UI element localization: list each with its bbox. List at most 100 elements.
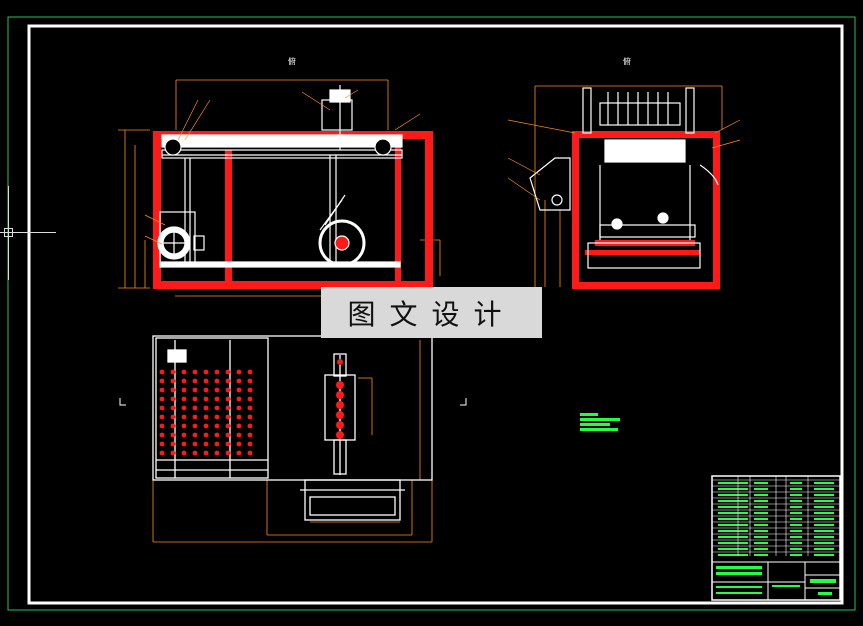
needle-hole [159,378,165,384]
needle-hole [181,369,187,375]
needle-hole [225,450,231,456]
parts-row-text [718,494,748,496]
parts-row-text [790,506,802,508]
parts-row-text [814,500,834,502]
needle-hole [236,423,242,429]
parts-row-text [790,524,802,526]
parts-row-text [718,530,748,532]
parts-row-text [754,512,768,514]
needle-hole [225,369,231,375]
needle-hole [236,441,242,447]
parts-row-text [790,482,802,484]
parts-row-text [790,518,802,520]
needle-hole [181,423,187,429]
needle-hole [236,450,242,456]
needle-hole [192,450,198,456]
needle-hole [159,387,165,393]
outer-border [7,16,856,611]
needle-hole [181,396,187,402]
needle-hole [192,378,198,384]
parts-row-text [814,482,834,484]
parts-list [712,476,840,556]
needle-hole [214,378,220,384]
needle-hole [192,396,198,402]
parts-row-text [754,542,768,544]
needle-hole [236,369,242,375]
needle-hole [203,396,209,402]
needle-hole [181,405,187,411]
needle-hole [192,441,198,447]
needle-hole [247,378,253,384]
parts-row-text [754,530,768,532]
needle-hole [214,369,220,375]
needle-hole [192,369,198,375]
needle-hole [225,432,231,438]
needle-hole [181,450,187,456]
front-view-leaders [144,89,421,245]
parts-row-text [814,494,834,496]
needle-hole [170,387,176,393]
parts-row-text [814,554,834,556]
side-view-label: 俯 [623,57,631,66]
parts-row-text [814,542,834,544]
needle-hole [214,441,220,447]
front-view [118,79,441,297]
needle-hole [247,441,253,447]
needle-hole [225,378,231,384]
parts-row-text [718,548,748,550]
needle-hole [225,414,231,420]
parts-row-text [718,488,748,490]
needle-hole [203,450,209,456]
needle-hole [170,441,176,447]
needle-hole [225,387,231,393]
needle-hole [225,396,231,402]
needle-hole [192,387,198,393]
needle-hole [170,450,176,456]
needle-hole [181,387,187,393]
needle-hole [247,414,253,420]
needle-hole [247,396,253,402]
needle-hole [214,405,220,411]
parts-row-text [790,536,802,538]
needle-hole [214,414,220,420]
parts-row-text [754,506,768,508]
needle-hole [236,414,242,420]
needle-hole [159,423,165,429]
front-view-mechanism [157,85,403,268]
needle-hole [170,369,176,375]
parts-row-text [814,548,834,550]
top-view [119,335,467,543]
parts-row-text [814,536,834,538]
parts-row-text [718,512,748,514]
needle-hole [170,378,176,384]
needle-hole [181,378,187,384]
parts-row-text [790,530,802,532]
parts-row-text [754,482,768,484]
parts-row-text [754,518,768,520]
needle-hole [181,432,187,438]
needle-hole [247,432,253,438]
needle-hole [181,414,187,420]
shaft-discs [336,359,344,439]
parts-row-text [814,512,834,514]
needle-hole [203,378,209,384]
parts-row-text [754,488,768,490]
side-view [507,85,741,289]
needle-hole [159,405,165,411]
needle-hole [159,432,165,438]
parts-row-text [790,494,802,496]
parts-row-text [754,554,768,556]
needle-hole [203,441,209,447]
needle-hole [225,405,231,411]
parts-row-text [814,524,834,526]
parts-row-text [790,488,802,490]
needle-hole [170,414,176,420]
needle-hole [225,441,231,447]
side-view-dimensions [534,85,723,287]
needle-hole [236,378,242,384]
needle-hole [159,441,165,447]
parts-row-text [790,548,802,550]
needle-hole [170,432,176,438]
cursor-pickbox [4,228,13,237]
parts-row-text [754,548,768,550]
